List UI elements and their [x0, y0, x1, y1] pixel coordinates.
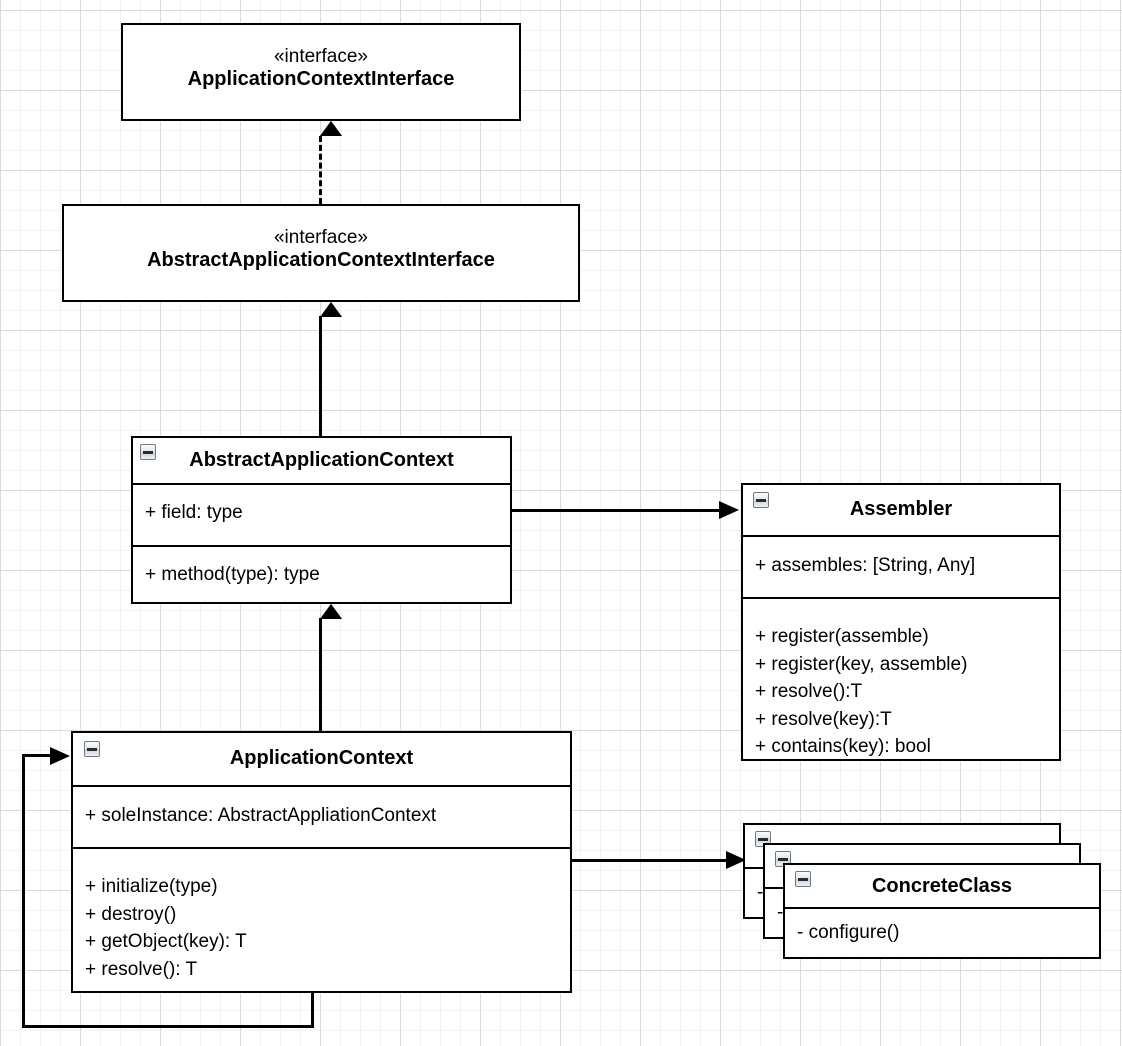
class-box-abstract-application-context[interactable]: AbstractApplicationContext + field: type… [131, 436, 512, 604]
method-item: + register(key, assemble) [755, 653, 968, 675]
class-header: ConcreteClass [785, 865, 1099, 907]
association-arrowhead-filled [719, 501, 739, 519]
methods-compartment: + method(type): type [133, 545, 510, 604]
class-header: «interface» ApplicationContextInterface [123, 25, 519, 119]
attribute-item: + field: type [145, 502, 243, 523]
method-item: + destroy() [85, 903, 177, 925]
class-header: Assembler [743, 485, 1059, 535]
method-item: + initialize(type) [85, 876, 218, 897]
generalization-line [319, 618, 322, 733]
class-box-abstract-application-context-interface[interactable]: «interface» AbstractApplicationContextIn… [62, 204, 580, 302]
method-item: + resolve(): T [85, 958, 198, 980]
self-association-segment-down [311, 991, 314, 1028]
class-box-concrete-class-front[interactable]: ConcreteClass - configure() [783, 863, 1101, 959]
attributes-compartment: + field: type [133, 483, 510, 545]
collapse-minus-icon[interactable] [753, 492, 769, 508]
attributes-compartment: + assembles: [String, Any] [743, 535, 1059, 597]
class-name-label: AbstractApplicationContextInterface [147, 249, 495, 272]
class-name-label: AbstractApplicationContext [189, 449, 454, 471]
class-header: AbstractApplicationContext [133, 438, 510, 483]
association-line-app-ctx-concrete [572, 859, 732, 862]
attribute-item: + assembles: [String, Any] [755, 555, 976, 576]
class-box-application-context-interface[interactable]: «interface» ApplicationContextInterface [121, 23, 521, 121]
class-name-label: Assembler [849, 498, 953, 520]
self-association-segment-up [22, 754, 25, 1028]
class-header: ApplicationContext [73, 733, 570, 785]
method-item: + method(type): type [145, 564, 320, 585]
collapse-minus-icon[interactable] [84, 741, 100, 757]
stereotype-label: «interface» [273, 46, 368, 67]
class-box-assembler[interactable]: Assembler + assembles: [String, Any] + r… [741, 483, 1061, 761]
methods-compartment: + register(assemble) + register(key, ass… [743, 597, 1059, 759]
realization-dashed-line [319, 136, 322, 204]
method-item: + resolve():T [755, 681, 863, 703]
methods-compartment: + initialize(type) + destroy() + getObje… [73, 847, 570, 991]
self-association-segment-right [22, 754, 53, 757]
collapse-minus-icon[interactable] [140, 444, 156, 460]
class-header: «interface» AbstractApplicationContextIn… [64, 206, 578, 300]
self-association-segment-left [22, 1025, 314, 1028]
method-item: + getObject(key): T [85, 931, 247, 953]
class-name-label: ConcreteClass [871, 875, 1013, 897]
class-name-label: ApplicationContextInterface [187, 68, 455, 91]
collapse-minus-icon[interactable] [795, 871, 811, 887]
method-item: - configure() [797, 922, 900, 943]
class-box-application-context[interactable]: ApplicationContext + soleInstance: Abstr… [71, 731, 572, 993]
method-item: + contains(key): bool [755, 736, 931, 758]
class-name-label: ApplicationContext [229, 747, 414, 769]
attribute-item: + soleInstance: AbstractAppliationContex… [85, 805, 437, 826]
stereotype-label: «interface» [273, 227, 368, 248]
self-association-arrowhead-filled [50, 747, 70, 765]
generalization-line [319, 316, 322, 438]
attributes-compartment: + soleInstance: AbstractAppliationContex… [73, 785, 570, 847]
association-arrowhead-filled [726, 851, 746, 869]
method-item: + resolve(key):T [755, 708, 892, 730]
methods-compartment: - configure() [785, 907, 1099, 957]
method-item: + register(assemble) [755, 626, 929, 647]
association-line-abstract-ctx-assembler [512, 509, 725, 512]
